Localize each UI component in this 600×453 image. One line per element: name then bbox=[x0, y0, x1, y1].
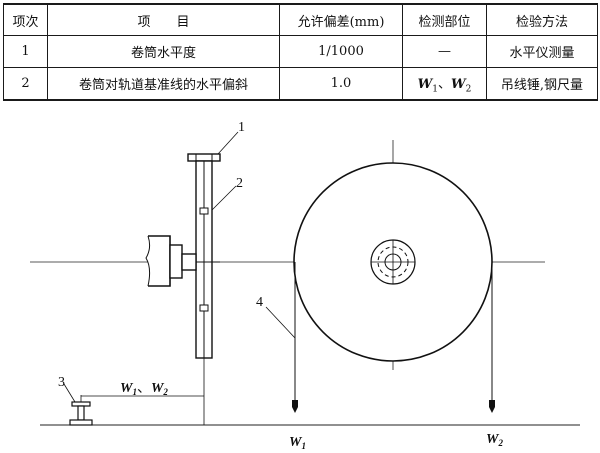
row1-tolerance: 1/1000 bbox=[279, 35, 403, 68]
bottom-label-w2: W2 bbox=[486, 432, 503, 448]
callout-1: 1 bbox=[238, 120, 245, 135]
rail bbox=[69, 401, 93, 426]
row2-no: 2 bbox=[3, 66, 48, 101]
leader-2 bbox=[211, 185, 237, 211]
leader-4 bbox=[265, 306, 296, 339]
callout-4: 4 bbox=[256, 295, 263, 310]
header-method: 检验方法 bbox=[486, 3, 598, 36]
row2-method: 吊线锤,钢尺量 bbox=[486, 66, 598, 101]
row1-no: 1 bbox=[3, 35, 48, 68]
table-row: 1 卷筒水平度 1/1000 — 水平仪测量 bbox=[3, 35, 598, 68]
header-no: 项次 bbox=[3, 3, 48, 36]
row1-method: 水平仪测量 bbox=[486, 35, 598, 68]
row2-loc-w1-sub: 1 bbox=[432, 84, 438, 95]
row2-item: 卷筒对轨道基准线的水平偏斜 bbox=[47, 66, 280, 101]
plumb-line-w1 bbox=[292, 262, 298, 413]
row1-item: 卷筒水平度 bbox=[47, 35, 280, 68]
tolerance-table: 项次 项 目 允许偏差(mm) 检测部位 检验方法 1 卷筒水平度 1/1000… bbox=[3, 3, 598, 101]
row2-loc-w2: W bbox=[451, 76, 466, 92]
row1-location: — bbox=[402, 35, 487, 68]
row2-loc-w2-sub: 2 bbox=[465, 84, 472, 95]
row2-loc-w1: W bbox=[417, 76, 433, 92]
bottom-label-w1: W1 bbox=[289, 435, 306, 451]
shaft-bearing bbox=[145, 235, 220, 287]
row2-tolerance: 1.0 bbox=[279, 66, 403, 101]
leader-3 bbox=[63, 383, 76, 403]
dim-label-w1: W1、W2 bbox=[120, 381, 168, 397]
row2-location: W1、W2 bbox=[402, 66, 487, 101]
table-row: 2 卷筒对轨道基准线的水平偏斜 1.0 W1、W2 吊线锤,钢尺量 bbox=[3, 66, 598, 101]
plumb-line-w2 bbox=[489, 262, 495, 413]
callout-3: 3 bbox=[58, 375, 65, 390]
row2-loc-sep: 、 bbox=[437, 76, 451, 92]
callout-2: 2 bbox=[236, 176, 243, 191]
drum bbox=[293, 162, 493, 362]
table-header-row: 项次 项 目 允许偏差(mm) 检测部位 检验方法 bbox=[3, 3, 598, 36]
leader-1 bbox=[217, 131, 239, 155]
